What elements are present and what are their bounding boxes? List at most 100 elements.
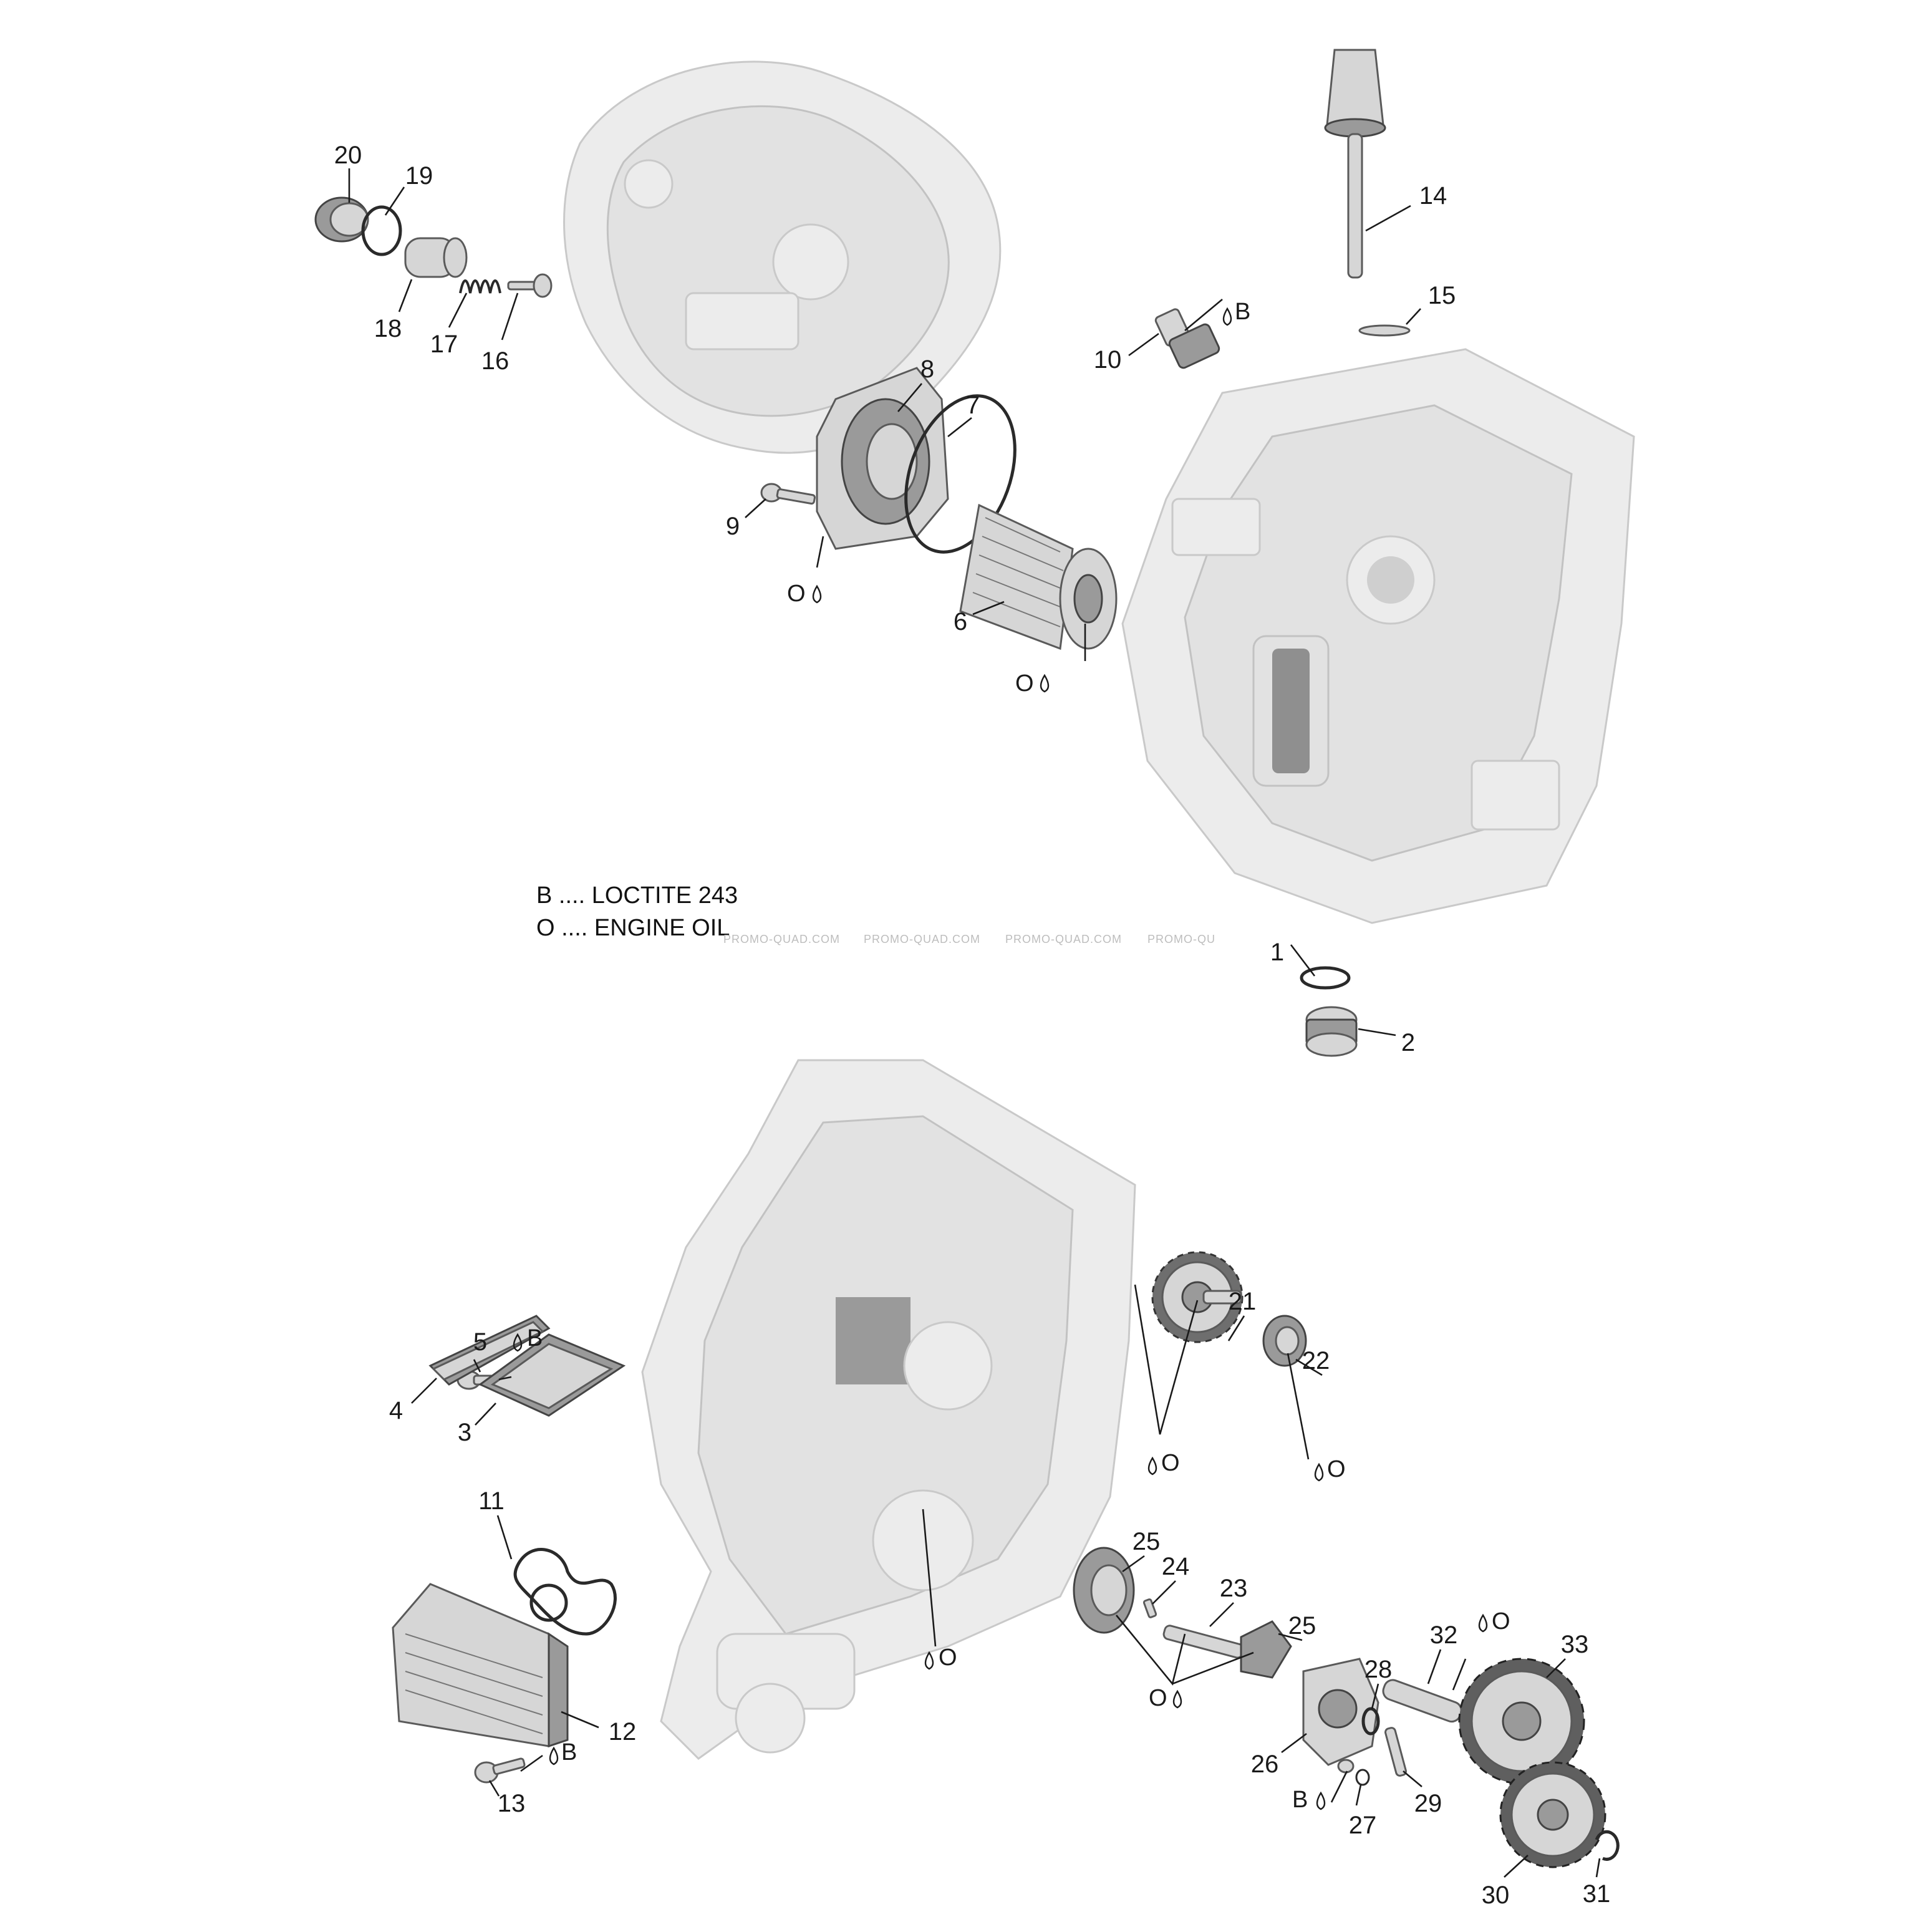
legend-engine-oil: O .... ENGINE OIL <box>536 915 730 941</box>
callout-5: 5 <box>473 1328 487 1356</box>
callout-6: 6 <box>954 608 967 635</box>
callout-17: 17 <box>430 331 458 358</box>
drop-icon <box>1314 1462 1324 1482</box>
callout-32: 32 <box>1430 1621 1458 1649</box>
callout-23: 23 <box>1220 1575 1248 1602</box>
callout-27: 27 <box>1349 1812 1377 1839</box>
part-18-sleeve <box>404 237 468 278</box>
part-31-circlip <box>1595 1830 1620 1861</box>
callout-19: 19 <box>405 162 433 190</box>
drop-icon <box>513 1333 523 1352</box>
callout-1: 1 <box>1270 939 1284 966</box>
part-7-o-ring <box>904 394 1017 554</box>
marker-crankcase-oil: O <box>939 1645 957 1671</box>
part-23-shaft <box>1162 1625 1245 1659</box>
callout-30: 30 <box>1482 1881 1510 1909</box>
part-20-plug <box>314 196 369 243</box>
watermark-text: PROMO-QUAD.COM <box>1005 933 1122 945</box>
part-3-gasket <box>478 1333 626 1417</box>
part-28-washer <box>1361 1707 1380 1736</box>
callout-11: 11 <box>478 1487 505 1515</box>
callout-12: 12 <box>609 1718 637 1746</box>
part-4-cover-plate <box>428 1315 551 1386</box>
marker-21-oil: O <box>1161 1450 1180 1476</box>
part-21-gear <box>1151 1251 1244 1343</box>
callout-10: 10 <box>1094 346 1122 374</box>
callout-9: 9 <box>726 513 740 540</box>
callout-4: 4 <box>389 1397 403 1424</box>
drop-icon <box>812 584 822 604</box>
drop-icon <box>1147 1456 1157 1476</box>
callout-15: 15 <box>1428 282 1456 309</box>
callout-2: 2 <box>1401 1029 1415 1056</box>
callout-25-outer: 25 <box>1133 1528 1161 1555</box>
marker-32-oil: O <box>1492 1608 1510 1635</box>
callout-13: 13 <box>498 1790 526 1817</box>
callout-28: 28 <box>1364 1656 1393 1683</box>
part-22-seal <box>1262 1315 1307 1367</box>
callout-18: 18 <box>374 315 402 342</box>
part-29-dowel-pin <box>1384 1727 1407 1777</box>
part-2-drain-plug <box>1305 1006 1358 1057</box>
callout-14: 14 <box>1419 182 1447 210</box>
callout-7: 7 <box>966 392 980 419</box>
drop-icon <box>1040 674 1050 693</box>
part-13-bolt <box>474 1757 526 1784</box>
lubricant-markers: B O O B B O O O O O B <box>513 299 1510 1813</box>
part-19-o-ring <box>361 205 402 256</box>
part-12-oil-cooler <box>392 1583 569 1748</box>
legend: B .... LOCTITE 243 O .... ENGINE OIL <box>536 882 738 941</box>
callout-26: 26 <box>1251 1751 1279 1778</box>
callout-22: 22 <box>1302 1347 1330 1374</box>
callout-3: 3 <box>458 1419 471 1446</box>
part-32-shaft <box>1382 1679 1462 1723</box>
callout-29: 29 <box>1414 1790 1442 1817</box>
watermark-text: PROMO-QUAD.COM <box>723 933 840 945</box>
part-25-outer-rotor <box>1073 1547 1135 1634</box>
marker-10-loctite: B <box>1235 299 1250 325</box>
part-30-gear <box>1499 1761 1606 1868</box>
callout-25-inner: 25 <box>1288 1612 1316 1640</box>
legend-loctite: B .... LOCTITE 243 <box>536 882 738 909</box>
part-1-o-ring <box>1300 966 1351 990</box>
part-11-oil-cooler-gasket <box>513 1548 617 1636</box>
magneto-cover-ghost <box>563 60 1002 454</box>
part-16-bolt <box>507 273 553 298</box>
part-10-oil-pressure-sensor <box>1154 308 1220 369</box>
marker-22-oil: O <box>1327 1456 1346 1482</box>
part-15-o-ring <box>1358 324 1411 337</box>
leader-lines <box>348 168 1601 1878</box>
part-6-oil-filter <box>959 503 1118 650</box>
callout-16: 16 <box>481 347 510 375</box>
drop-icon <box>1316 1791 1326 1810</box>
callout-21: 21 <box>1229 1288 1257 1315</box>
marker-9-oil: O <box>787 581 806 607</box>
part-26-pump-cover <box>1302 1658 1379 1766</box>
drop-icon <box>1222 307 1232 326</box>
marker-6-oil: O <box>1015 670 1034 697</box>
drop-icon <box>549 1746 559 1765</box>
marker-27-loctite: B <box>1292 1787 1308 1813</box>
callout-33: 33 <box>1561 1631 1589 1658</box>
crankcase-top-ghost <box>1121 348 1635 924</box>
part-24-pin <box>1142 1598 1157 1618</box>
callout-31: 31 <box>1583 1880 1611 1908</box>
drop-icon <box>1478 1613 1488 1633</box>
part-33-gear <box>1458 1658 1585 1785</box>
part-9-bolt <box>760 483 816 505</box>
watermark: PROMO-QUAD.COM PROMO-QUAD.COM PROMO-QUAD… <box>723 933 1215 945</box>
callout-numbers: 20 19 18 17 16 14 15 10 8 7 9 6 1 2 5 4 … <box>334 142 1611 1909</box>
drop-icon <box>924 1651 934 1670</box>
part-14-dipstick <box>1324 49 1386 279</box>
part-17-spring <box>459 279 501 294</box>
crankcase-bottom-ghost <box>641 1059 1136 1760</box>
callout-8: 8 <box>920 355 934 383</box>
watermark-text: PROMO-QUAD.COM <box>864 933 980 945</box>
callout-24: 24 <box>1162 1553 1190 1580</box>
part-25-inner-rotor <box>1240 1620 1292 1679</box>
marker-13-loctite: B <box>561 1739 577 1765</box>
drop-icon <box>1172 1689 1182 1709</box>
marker-5-loctite: B <box>527 1325 543 1351</box>
